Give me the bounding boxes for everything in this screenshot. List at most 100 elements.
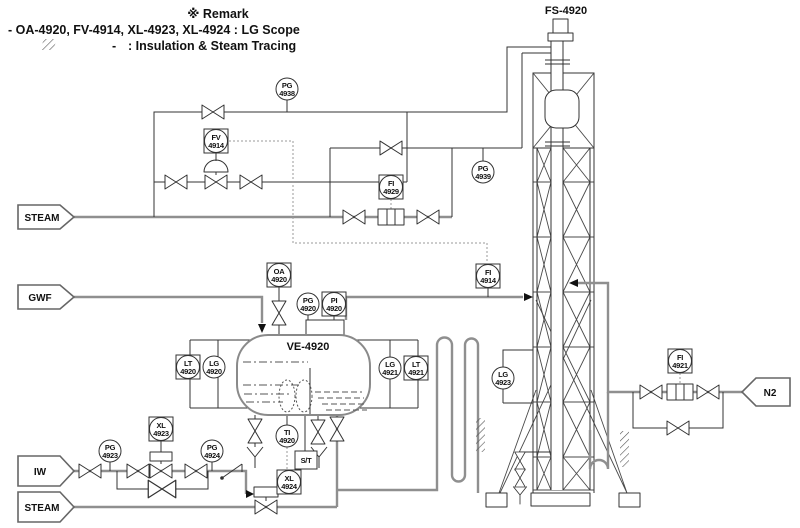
drain-valve-icon — [310, 419, 326, 445]
stream-iw: IW — [17, 455, 76, 487]
stream-tags: STEAM GWF IW STEAM N2 — [17, 204, 791, 523]
svg-text:FI: FI — [485, 268, 491, 277]
svg-text:GWF: GWF — [28, 293, 51, 304]
vortex-breaker-left — [278, 379, 296, 413]
vapor-to-flare-line — [344, 295, 523, 320]
valve-icon — [639, 384, 663, 400]
svg-text:OA: OA — [274, 267, 286, 276]
flare-tip-collar — [547, 32, 574, 42]
loop-seal-line — [337, 336, 480, 493]
valves-fittings — [78, 104, 720, 515]
n2-seal-loop — [588, 392, 610, 470]
svg-text:4939: 4939 — [475, 172, 491, 181]
svg-text:4920: 4920 — [271, 275, 287, 284]
orifice-flow-element-icon — [666, 383, 694, 401]
iw-bypass-piping — [109, 441, 213, 490]
svg-text:S/T: S/T — [301, 456, 312, 465]
fv4914-fi4914-signal — [229, 140, 488, 263]
remark-title: ※ Remark — [187, 7, 249, 21]
xl4923-actuator-icon — [149, 451, 173, 462]
insulation-mark-right — [620, 431, 629, 467]
svg-text:4914: 4914 — [480, 276, 497, 285]
fv-station-piping — [153, 46, 551, 217]
svg-text:STEAM: STEAM — [25, 503, 60, 514]
guy-wires — [498, 299, 628, 494]
orifice-flow-element-icon — [377, 208, 405, 226]
svg-text:PG: PG — [478, 164, 489, 173]
molecular-seal — [544, 89, 580, 129]
svg-text:4938: 4938 — [279, 89, 295, 98]
bypass-valve-icon — [666, 420, 690, 436]
n2-line — [578, 281, 742, 394]
svg-text:4929: 4929 — [383, 187, 399, 196]
svg-text:4921: 4921 — [672, 361, 688, 370]
valve-icon — [126, 463, 150, 479]
valve-icon — [342, 209, 366, 225]
vent-valve-icon — [271, 300, 287, 326]
svg-text:4914: 4914 — [208, 141, 225, 150]
svg-text:4923: 4923 — [102, 451, 118, 460]
svg-text:FI: FI — [677, 353, 683, 362]
drain-valve-icon — [329, 416, 345, 442]
flow-arrow — [246, 490, 254, 498]
riser-pipe-mask — [551, 41, 563, 490]
stream-gwf: GWF — [17, 284, 76, 310]
svg-text:FV: FV — [212, 133, 221, 142]
tower-bracing — [536, 147, 591, 491]
right-compartment-hatching — [315, 391, 367, 411]
xl4923-valve-icon — [149, 463, 173, 479]
vessel-drain-stubs — [254, 415, 319, 451]
svg-text:LT: LT — [412, 360, 421, 369]
insulation-mark-left — [476, 418, 485, 452]
svg-text:STEAM: STEAM — [25, 213, 60, 224]
stream-n2: N2 — [740, 377, 791, 407]
remark-line2-dash: - — [112, 39, 116, 53]
left-level-bridle — [189, 339, 252, 409]
svg-text:4921: 4921 — [408, 368, 424, 377]
bypass-valve-icon — [147, 479, 177, 499]
n2-inlet-arrow — [569, 279, 578, 287]
svg-text:PG: PG — [282, 81, 293, 90]
valve-icon — [696, 384, 720, 400]
svg-text:PG: PG — [207, 443, 218, 452]
svg-text:4920: 4920 — [180, 367, 196, 376]
right-footing — [618, 492, 641, 508]
svg-text:4923: 4923 — [495, 378, 511, 387]
svg-text:TI: TI — [284, 428, 290, 437]
valve-icon — [239, 174, 263, 190]
remark-line1: - OA-4920, FV-4914, XL-4923, XL-4924 : L… — [8, 23, 300, 37]
thin-piping — [109, 46, 724, 501]
valve-icon — [184, 463, 208, 479]
drain-valve-icon — [247, 418, 263, 444]
svg-text:LG: LG — [385, 360, 395, 369]
open-drain-funnel-icon — [246, 446, 264, 469]
remark-line2: : Insulation & Steam Tracing — [128, 39, 296, 53]
svg-text:IW: IW — [34, 467, 47, 478]
tower-foundation — [530, 492, 591, 507]
left-footing — [485, 492, 508, 508]
svg-text:LG: LG — [498, 370, 508, 379]
control-valve-icon — [204, 174, 228, 190]
svg-text:PG: PG — [303, 296, 314, 305]
valve-icon — [164, 174, 188, 190]
stream-steam-top: STEAM — [17, 204, 76, 230]
vortex-breaker-right — [295, 379, 313, 413]
gwf-inlet-arrow — [258, 324, 266, 333]
valve-icon — [416, 209, 440, 225]
vessel-shell — [236, 334, 371, 416]
fv4914-actuator-icon — [203, 159, 229, 173]
